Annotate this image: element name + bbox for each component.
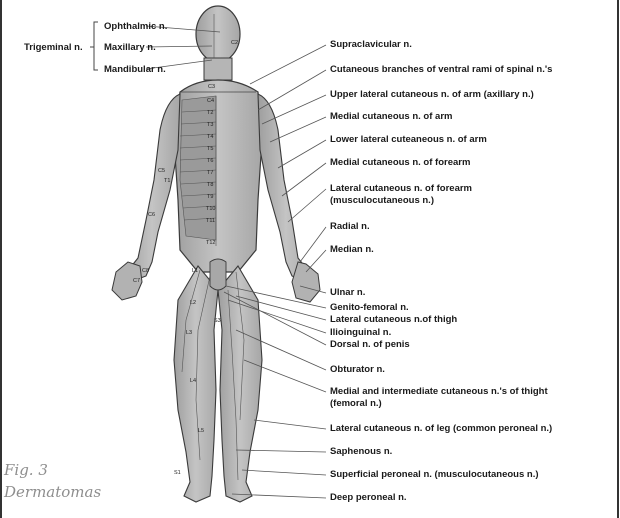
nerve-label: Lower lateral cuteaneous n. of arm: [330, 134, 487, 145]
nerve-label: Lateral cutaneous n. of leg (common pero…: [330, 423, 552, 434]
trigeminal-branch-ophthalmic: Ophthalmic n.: [104, 21, 167, 32]
leader-line: [300, 286, 326, 293]
nerve-label: Obturator n.: [330, 364, 385, 375]
leader-line: [242, 470, 326, 475]
nerve-label: Supraclavicular n.: [330, 39, 412, 50]
trigeminal-bracket: [90, 22, 98, 70]
leader-line: [258, 70, 326, 110]
leader-line: [232, 494, 326, 498]
nerve-label: Medial cutaneous n. of arm: [330, 111, 452, 122]
nerve-label: Cutaneous branches of ventral rami of sp…: [330, 64, 552, 75]
trigeminal-branch-maxillary: Maxillary n.: [104, 42, 156, 53]
trigeminal-branch-mandibular: Mandibular n.: [104, 64, 166, 75]
nerve-label: (musculocutaneous n.): [330, 195, 434, 206]
leader-line: [262, 95, 326, 124]
leader-line: [254, 420, 326, 429]
trigeminal-leader-line: [146, 46, 212, 47]
nerve-label: Deep peroneal n.: [330, 492, 407, 503]
leader-line: [236, 450, 326, 452]
leader-line: [278, 140, 326, 168]
nerve-label: Superficial peroneal n. (musculocutaneou…: [330, 469, 539, 480]
figure-caption-number: Fig. 3: [4, 460, 48, 480]
nerve-label: Lateral cutaneous n. of forearm: [330, 183, 472, 194]
leader-line: [224, 292, 326, 345]
nerve-label: Ilioinguinal n.: [330, 327, 391, 338]
nerve-label: Ulnar n.: [330, 287, 365, 298]
nerve-label: Medial and intermediate cutaneous n.'s o…: [330, 386, 548, 397]
leader-line: [300, 227, 326, 262]
leader-line: [236, 296, 326, 320]
leader-line: [270, 117, 326, 142]
nerve-label: Lateral cutaneous n.of thigh: [330, 314, 457, 325]
leader-line: [250, 45, 326, 84]
nerve-label: Dorsal n. of penis: [330, 339, 410, 350]
nerve-label: (femoral n.): [330, 398, 382, 409]
nerve-label: Medial cutaneous n. of forearm: [330, 157, 470, 168]
leader-line: [288, 189, 326, 222]
nerve-label: Median n.: [330, 244, 374, 255]
leader-line: [306, 250, 326, 272]
nerve-label: Radial n.: [330, 221, 370, 232]
leader-line: [282, 163, 326, 196]
figure-caption-title: Dermatomas: [4, 482, 101, 502]
trigeminal-group-label: Trigeminal n.: [24, 42, 83, 53]
leader-line: [236, 330, 326, 370]
nerve-label: Upper lateral cutaneous n. of arm (axill…: [330, 89, 534, 100]
nerve-label: Genito-femoral n.: [330, 302, 409, 313]
nerve-label: Saphenous n.: [330, 446, 392, 457]
